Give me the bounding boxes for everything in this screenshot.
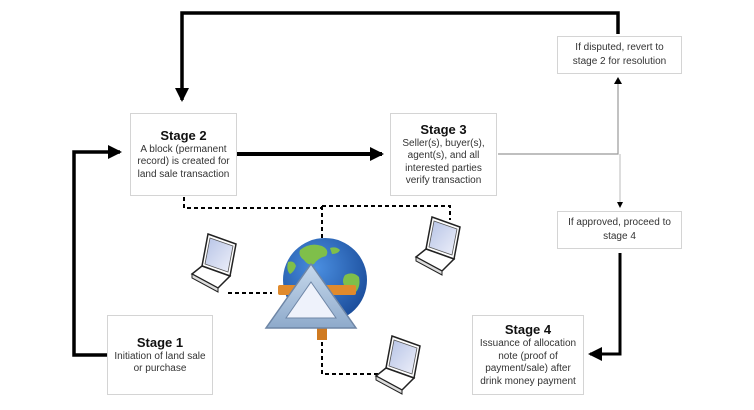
edge-disputed-to-stage2 [175, 11, 620, 102]
edge-stage3-to-decisions [498, 77, 623, 208]
disputed-note-text: If disputed, revert to stage 2 for resol… [572, 42, 667, 67]
stage-1-description: Initiation of land sale or purchase [114, 350, 206, 375]
stage-4-box: Stage 4 Issuance of allocation note (pro… [472, 315, 584, 395]
stage-3-description: Seller(s), buyer(s), agent(s), and all i… [402, 137, 485, 187]
stage-1-title: Stage 1 [136, 334, 184, 350]
stage-4-description: Issuance of allocation note (proof of pa… [479, 338, 577, 387]
stage-2-box: Stage 2 A block (permanent record) is cr… [130, 113, 237, 196]
stage-2-description: A block (permanent record) is created fo… [137, 143, 230, 180]
disputed-note: If disputed, revert to stage 2 for resol… [557, 36, 682, 74]
stage-1-box: Stage 1 Initiation of land sale or purch… [107, 315, 213, 395]
stage-3-title: Stage 3 [420, 121, 467, 137]
edge-approved-to-stage4 [588, 253, 622, 361]
stage-2-title: Stage 2 [160, 127, 207, 143]
stage-4-title: Stage 4 [504, 322, 552, 337]
network-dashed-links [183, 197, 451, 375]
blockchain-globe-icon [264, 238, 367, 340]
laptop-icon [190, 232, 237, 293]
stage-3-box: Stage 3 Seller(s), buyer(s), agent(s), a… [390, 113, 497, 196]
laptop-icon [414, 215, 461, 276]
approved-note: If approved, proceed to stage 4 [557, 211, 682, 249]
laptop-icon [374, 334, 421, 395]
approved-note-text: If approved, proceed to stage 4 [568, 217, 671, 242]
edge-stage1-to-stage2 [72, 145, 122, 357]
